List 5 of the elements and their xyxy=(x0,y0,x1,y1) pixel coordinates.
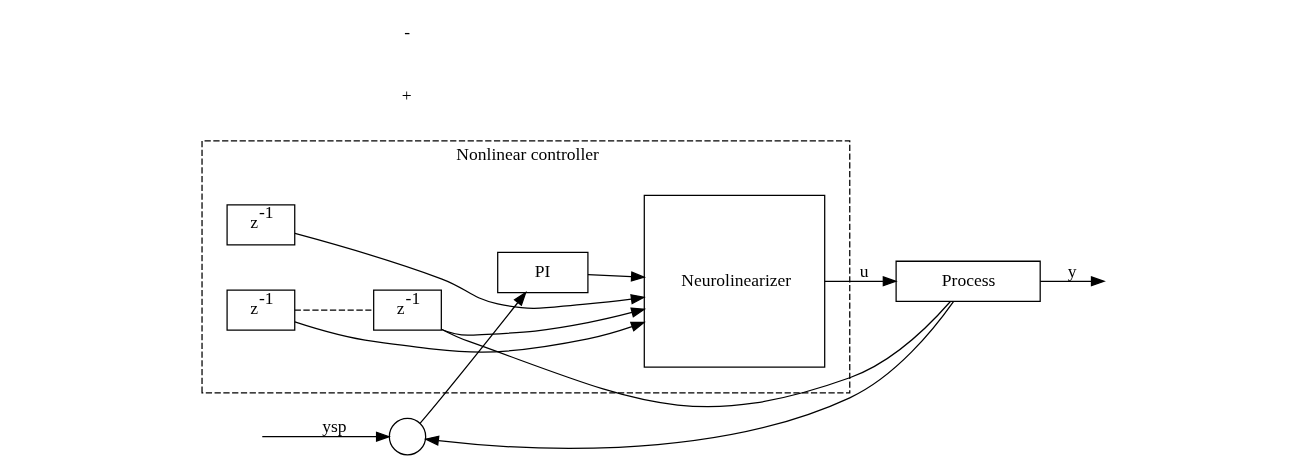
edge-label: ysp xyxy=(321,415,347,436)
edge-label: u xyxy=(859,260,869,281)
label: - xyxy=(403,21,410,42)
label: + xyxy=(401,84,412,105)
edge-label: y xyxy=(1067,260,1077,281)
